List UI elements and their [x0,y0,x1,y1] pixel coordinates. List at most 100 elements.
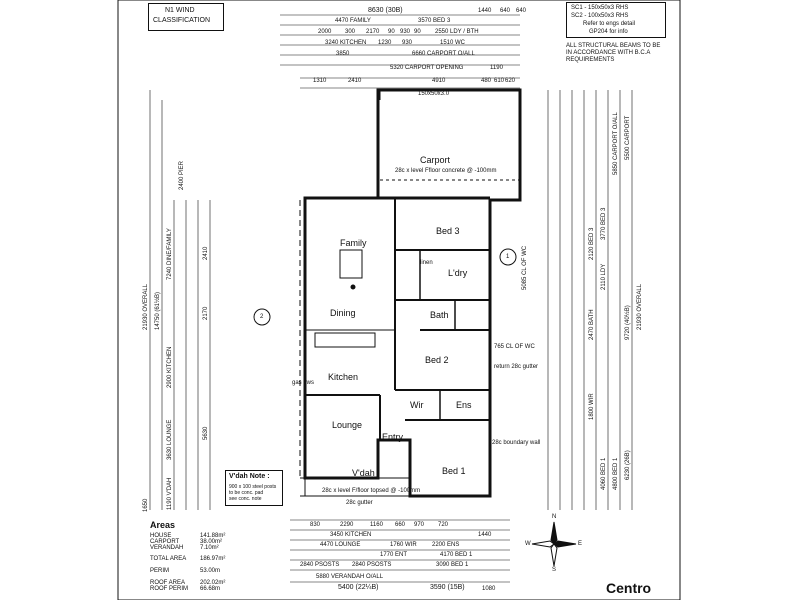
brand-logo: Centro [606,580,652,596]
dim-left: 5630 [203,426,209,440]
dim-top: 1310 [313,78,327,84]
dim-top-carport-oall: 6660 CARPORT O/ALL [412,51,475,57]
area-row-value: 38.00m² [200,539,223,545]
dim-top: 2410 [348,78,362,84]
compass-rose-icon [531,521,577,567]
area-row-label: CARPORT [150,539,180,545]
lintel-note-3: Refer to engs detail [583,21,636,27]
dim-top: 4910 [432,78,446,84]
dim-bottom: 830 [310,522,321,528]
lintel-notes-box: SC1 - 150x50x3 RHS SC2 - 100x50x3 RHS Re… [566,2,666,38]
dim-left-kitchen: 2900 KITCHEN [167,346,173,388]
classification-line-1: N1 WIND [165,7,195,14]
carport-beam-note: 150x50x3.0 [418,91,450,97]
dim-top: 620 [505,78,516,84]
dim-right: 6230 (26B) [625,450,631,480]
dim-top: 3850 [336,51,350,57]
dim-top: 610 [494,78,505,84]
area-row-label: PERIM [150,568,170,574]
room-bath: Bath [430,310,449,320]
dim-right-bath: 2470 BATH [589,309,595,340]
section-marker-1 [499,248,517,266]
boundary-wall-note: 28c boundary wall [492,440,541,446]
dim-left: 14750 (61½B) [155,291,161,330]
left-dimension-lines [149,90,211,510]
dim-right-bed3: 2120 BED 3 [589,227,595,260]
area-row-label: TOTAL AREA [150,556,187,562]
dim-right-carport: 5500 CARPORT [625,115,631,160]
dim-top: 2170 [366,29,380,35]
dim-top: 480 [481,78,492,84]
structural-note-1: ALL STRUCTURAL BEAMS TO BE [566,43,661,49]
bottom-dimension-lines [290,519,510,583]
dim-left-overall: 21930 OVERALL [143,283,149,330]
lintel-note-1: SC1 - 150x50x3 RHS [571,5,629,11]
house-walls [299,88,522,498]
dim-bottom-overall-right: 3590 (15B) [430,584,465,591]
dim-top: 930 [402,40,413,46]
dim-bottom: 1440 [478,532,492,538]
room-lounge: Lounge [332,420,363,430]
dim-top-ldy-bth: 2550 LDY / BTH [435,29,479,35]
dim-right-ldy: 2110 LDY [601,263,607,290]
room-laundry: L'dry [448,268,468,278]
dim-left-lounge: 3630 LOUNGE [167,419,173,460]
area-row-label: ROOF AREA [150,580,186,586]
room-dining: Dining [330,308,356,318]
dim-top-bed3: 3570 BED 3 [418,18,451,24]
lintel-note-2: SC2 - 100x50x3 RHS [571,13,629,19]
section-marker-1-label: 1 [506,254,510,260]
room-wir: Wir [410,400,424,410]
dim-top: 640 [500,8,511,14]
areas-heading: Areas [150,520,176,530]
dim-right-bed3: 3770 BED 3 [601,207,607,240]
dim-top-family: 4470 FAMILY [335,18,371,24]
right-dimension-lines [547,90,633,510]
dim-top: 930 [400,29,411,35]
dim-bottom-verandah: 5880 VERANDAH O/ALL [316,574,384,580]
area-row-value: 186.97m² [200,556,226,562]
dim-left-dine-family: 7240 DINE/FAMILY [167,228,173,280]
area-row-value: 141.88m² [200,533,226,539]
return-gutter-note: return 28c gutter [494,364,539,370]
verandah-note-box: V'dah Note : 900 x 100 steel posts to be… [225,470,283,506]
dim-bottom-kitchen: 3450 KITCHEN [330,532,372,538]
area-row-value: 202.02m² [200,580,226,586]
dim-top: 90 [414,29,421,35]
dim-bottom-wir: 1760 WIR [390,542,417,548]
dim-bottom: 660 [395,522,406,528]
dim-top: 640 [516,8,527,14]
compass-south: S [552,567,557,573]
dim-left: 1650 [143,498,149,512]
dim-bottom-entry: 1770 ENT [380,552,408,558]
dim-bottom-ens: 2200 ENS [432,542,460,548]
cl-of-wc-note: 765 CL OF WC [494,344,535,350]
dim-left-vdah: 1190 V'DAH [167,477,173,510]
verandah-note-line: to be conc. pad [229,490,264,496]
dim-left: 2170 [203,306,209,320]
verandah-note-line: see conc. note [229,496,262,502]
area-row-label: ROOF PERIM [150,586,189,592]
section-marker-2-label: 2 [260,314,264,320]
dim-right-overall: 21930 OVERALL [637,283,643,330]
dim-top: 1230 [378,40,392,46]
area-row-value: 53.00m [200,568,221,574]
carport-floor-note: 28c x level Ffloor concrete @ -100mm [395,168,497,174]
area-row-value: 7.10m² [200,545,219,551]
dim-left-pier: 2400 PIER [179,160,185,190]
room-carport: Carport [420,155,451,165]
dim-top: 1190 [490,65,503,71]
dim-bottom-posts: 2840 PSOSTS [300,562,340,568]
dim-right-bed1: 4060 BED 1 [601,457,607,490]
structural-note-3: REQUIREMENTS [566,57,615,63]
dim-bottom: 1160 [370,522,383,528]
classification-line-2: CLASSIFICATION [153,17,211,24]
verandah-note-line: 900 x 100 steel posts [229,484,277,490]
dim-bottom-bed1: 4170 BED 1 [440,552,473,558]
dim-bottom: 2290 [340,522,354,528]
area-row-label: HOUSE [150,533,172,539]
dim-right-carport-oall: 5850 CARPORT O/ALL [613,112,619,175]
dim-top: 90 [388,29,395,35]
room-kitchen: Kitchen [328,372,359,382]
